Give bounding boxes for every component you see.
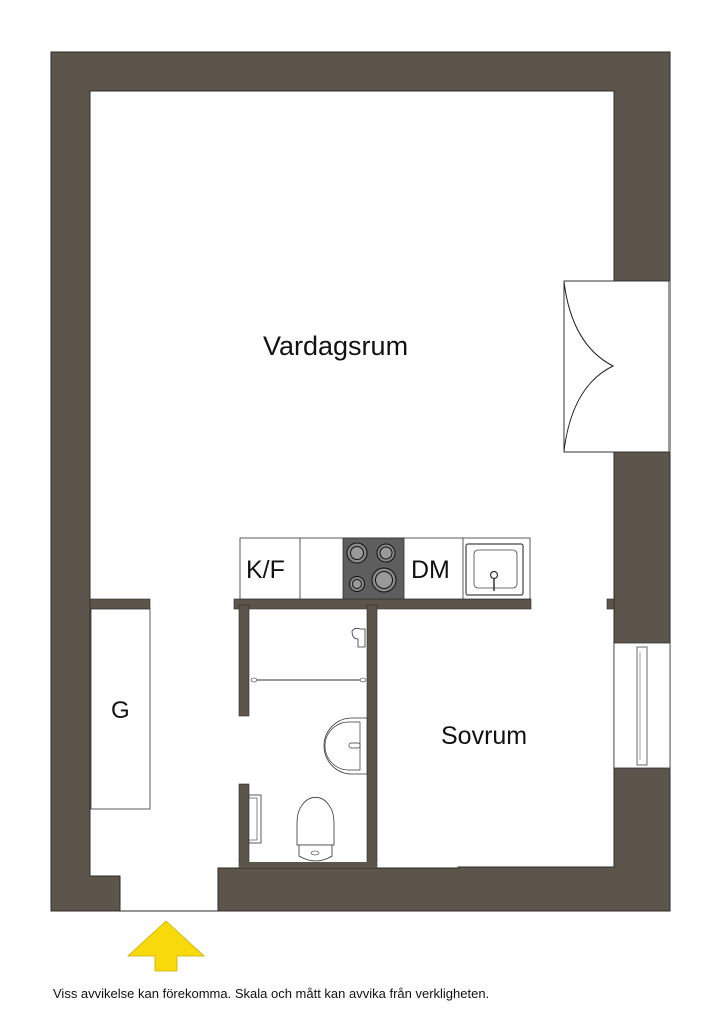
dishwasher-label: DM	[411, 556, 450, 584]
balcony-door-frame	[563, 280, 670, 453]
wardrobe-label: G	[111, 697, 130, 724]
balcony-door-swing	[563, 281, 615, 452]
hob-burners	[346, 542, 397, 593]
bathroom-wall-left-upper	[238, 604, 250, 717]
entrance-arrow	[126, 920, 206, 972]
bathroom-fixtures	[248, 627, 368, 862]
wardrobe-wall	[89, 598, 151, 610]
kitchen-counter	[239, 537, 531, 600]
fridge-freezer-label: K/F	[246, 556, 285, 584]
bathroom-bedroom-wall	[366, 604, 378, 869]
toilet	[296, 797, 335, 846]
bathroom-wall-left-lower	[238, 783, 250, 869]
kitchen-wall	[233, 598, 532, 610]
room-label-bedroom: Sovrum	[441, 722, 528, 750]
sink-drain	[489, 570, 499, 580]
wardrobe	[90, 608, 151, 810]
room-label-living-room: Vardagsrum	[263, 331, 409, 361]
disclaimer-text: Viss avvikelse kan förekomma. Skala och …	[53, 986, 490, 1001]
shower-icon	[351, 627, 366, 648]
window-pane	[636, 646, 648, 766]
